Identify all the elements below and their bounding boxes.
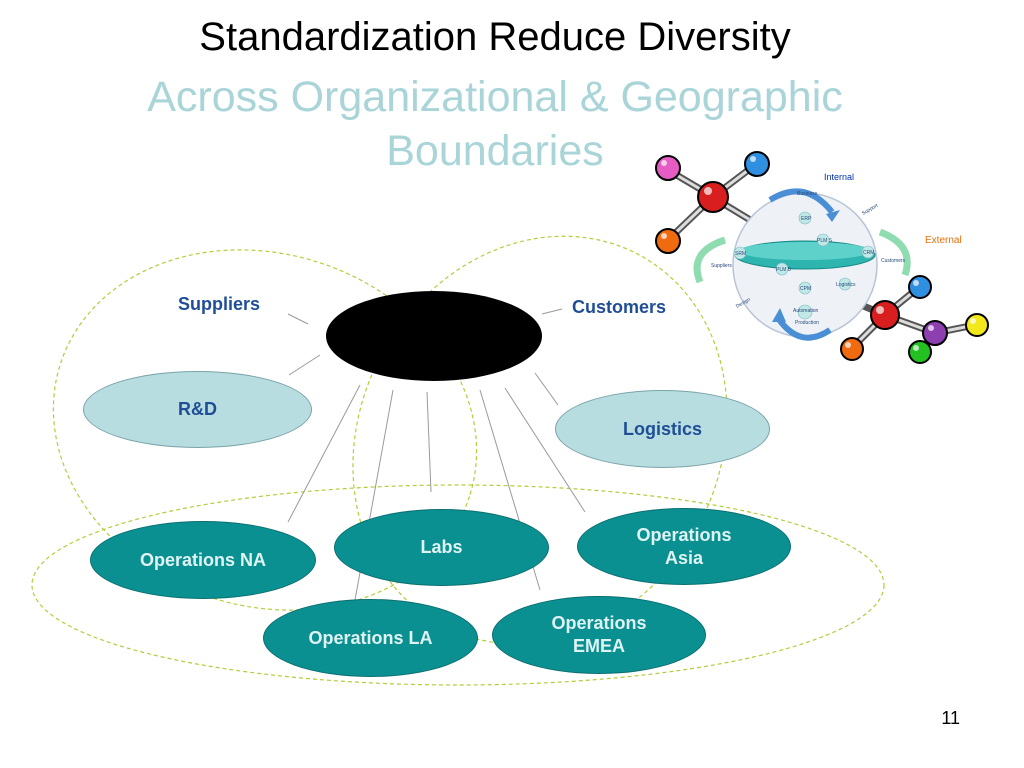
central-hub (326, 291, 542, 381)
atom-blue-bottom (908, 275, 932, 299)
external-arrow-right (878, 228, 911, 277)
node-rnd: R&D (83, 371, 312, 448)
svg-text:Automation: Automation (793, 308, 819, 314)
svg-text:CPM: CPM (800, 286, 811, 292)
external-arrow-left (693, 236, 727, 284)
page-number: 11 (941, 708, 960, 728)
slide-subtitle: Across Organizational & Geographic Bound… (0, 70, 990, 178)
suppliers-label: Suppliers (178, 294, 261, 314)
node-operations-asia: Operations Asia (577, 508, 791, 585)
connector-customers (541, 308, 563, 315)
node-logistics: Logistics (555, 390, 770, 468)
atom-red-bottom (870, 300, 900, 330)
svg-text:Logistics: Logistics (836, 282, 856, 288)
internal-arrow-top (768, 188, 835, 214)
svg-text:CRM: CRM (863, 250, 874, 256)
atom-blue-top (744, 151, 770, 177)
node-operations-emea: Operations EMEA (492, 596, 706, 674)
atom-purple (922, 320, 948, 346)
connector-logistics (534, 372, 559, 406)
svg-text:PLM D: PLM D (776, 267, 792, 273)
svg-text:SRM: SRM (735, 251, 746, 257)
globe-business-label: Business (797, 191, 818, 197)
svg-text:Suppliers: Suppliers (711, 263, 732, 269)
svg-text:Customers: Customers (881, 258, 906, 264)
connector-ops-na (287, 384, 361, 523)
atom-pink (655, 155, 681, 181)
atom-red-top (697, 181, 729, 213)
connector-ops-asia (504, 387, 586, 513)
atom-green (908, 340, 932, 364)
subtitle-line-1: Across Organizational & Geographic (147, 73, 843, 121)
internal-label: Internal (824, 172, 854, 182)
connector-labs (426, 391, 432, 493)
atom-yellow (965, 313, 989, 337)
integration-globe-graphic: Business ERP PLM S SRM CRM PLM D Logisti… (655, 151, 989, 364)
node-labs: Labs (334, 509, 549, 586)
slide-title: Standardization Reduce Diversity (199, 15, 791, 59)
svg-text:Production: Production (795, 320, 819, 326)
atom-orange-bottom (840, 337, 864, 361)
atom-orange-left (655, 228, 681, 254)
subtitle-line-2: Boundaries (386, 127, 604, 175)
connector-rnd (288, 354, 321, 376)
svg-text:ERP: ERP (801, 216, 812, 222)
bottom-dashed-group (31, 484, 885, 686)
node-operations-la: Operations LA (263, 599, 478, 677)
svg-text:Support: Support (861, 202, 880, 216)
customers-label: Customers (572, 297, 667, 317)
internal-arrow-bottom (775, 316, 832, 341)
node-operations-na: Operations NA (90, 521, 316, 599)
external-label: External (925, 235, 962, 246)
left-dashed-group (52, 249, 478, 611)
svg-text:PLM S: PLM S (817, 238, 833, 244)
connector-suppliers (287, 313, 309, 325)
